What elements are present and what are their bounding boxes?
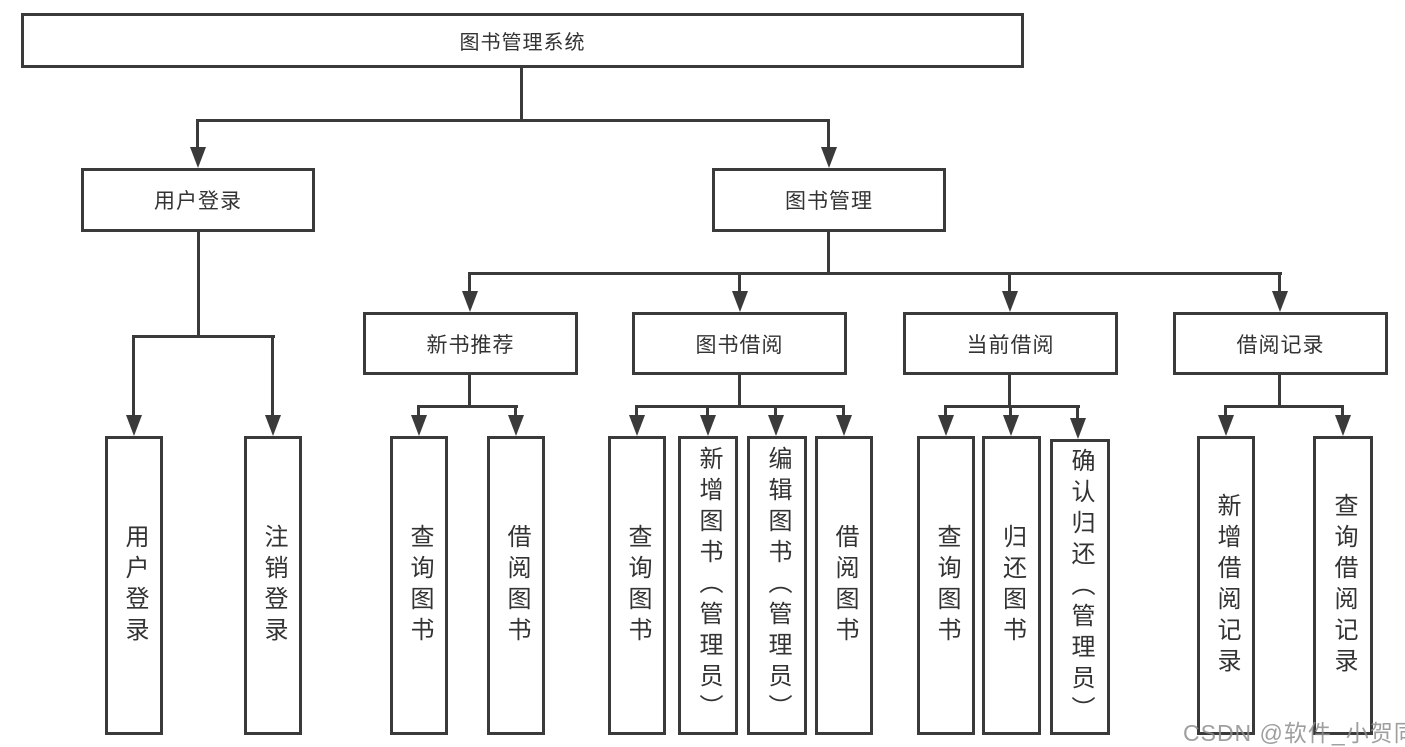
connector-stem-book-borrow	[738, 272, 741, 292]
node-book-management: 图书管理	[712, 168, 946, 232]
arrow-down-icon	[265, 415, 281, 436]
connector-book-borrow-stem	[738, 375, 741, 405]
connector-book-management-rail	[468, 272, 1282, 275]
connector-stem-borrow-records	[1278, 272, 1281, 292]
connector-borrow-records-stem	[1278, 375, 1281, 405]
arrow-down-icon	[1002, 291, 1018, 312]
leaf-label: 查询图书	[405, 523, 433, 648]
leaf-borrow-books-borrow: 借阅图书	[815, 436, 873, 735]
arrow-down-icon	[629, 415, 645, 436]
watermark: CSDN @软件_小贺同学	[1183, 720, 1405, 746]
connector-stem	[1341, 405, 1344, 416]
connector-stem	[1224, 405, 1227, 416]
connector-stem	[774, 405, 777, 416]
arrow-down-icon	[732, 291, 748, 312]
node-book-borrow: 图书借阅	[632, 312, 847, 375]
connector-book-management-stem	[827, 232, 830, 272]
leaf-label: 注销登录	[259, 523, 287, 648]
arrow-down-icon	[508, 415, 524, 436]
connector-borrow-records-rail	[1224, 405, 1344, 408]
leaf-add-borrow-record: 新增借阅记录	[1197, 436, 1255, 735]
leaf-query-books-current: 查询图书	[917, 436, 975, 735]
node-label: 新书推荐	[426, 333, 515, 357]
connector-stem	[635, 405, 638, 416]
connector-book-borrow-rail	[635, 405, 845, 408]
leaf-label: 归还图书	[998, 523, 1026, 648]
arrow-down-icon	[1272, 291, 1288, 312]
connector-new-book-rail	[417, 405, 518, 408]
leaf-return-book: 归还图书	[982, 436, 1041, 735]
leaf-label: 用户登录	[120, 523, 148, 648]
arrow-down-icon	[1218, 415, 1234, 436]
node-library-management-system: 图书管理系统	[21, 13, 1024, 68]
connector-root-stem	[520, 68, 523, 119]
node-label: 当前借阅	[966, 333, 1055, 357]
connector-stem	[514, 405, 517, 416]
connector-stem	[1076, 405, 1079, 419]
connector-stem	[1009, 405, 1012, 416]
leaf-add-book-admin: 新增图书（管理员）	[678, 436, 738, 735]
node-label: 图书管理系统	[459, 32, 586, 54]
leaf-query-books-recommend: 查询图书	[390, 436, 448, 735]
node-label: 借阅记录	[1236, 333, 1325, 357]
connector-stem-leaf-logout	[271, 335, 274, 416]
leaf-label: 借阅图书	[502, 523, 530, 648]
leaf-label: 查询图书	[932, 523, 960, 648]
connector-stem	[706, 405, 709, 416]
connector-root-rail	[197, 119, 830, 122]
arrow-down-icon	[700, 415, 716, 436]
connector-stem-book-management	[827, 119, 830, 148]
arrow-down-icon	[821, 147, 837, 168]
leaf-query-borrow-record: 查询借阅记录	[1313, 436, 1373, 735]
connector-new-book-stem	[468, 375, 471, 405]
node-borrow-records: 借阅记录	[1173, 312, 1388, 375]
connector-current-borrow-stem	[1008, 375, 1011, 405]
leaf-label: 新增借阅记录	[1212, 492, 1240, 679]
arrow-down-icon	[411, 415, 427, 436]
leaf-label: 编辑图书（管理员）	[763, 446, 791, 725]
arrow-down-icon	[1070, 418, 1086, 439]
arrow-down-icon	[190, 147, 206, 168]
arrow-down-icon	[1003, 415, 1019, 436]
connector-stem-user-login	[196, 119, 199, 148]
connector-stem-leaf-user-login	[132, 335, 135, 416]
connector-stem-current-borrow	[1008, 272, 1011, 292]
arrow-down-icon	[126, 415, 142, 436]
leaf-user-login: 用户登录	[105, 436, 163, 735]
node-label: 图书管理	[785, 190, 873, 213]
leaf-label: 确认归还（管理员）	[1066, 447, 1094, 727]
arrow-down-icon	[836, 415, 852, 436]
connector-user-login-rail	[132, 335, 275, 338]
connector-user-login-stem	[197, 232, 200, 335]
connector-stem-new-book	[468, 272, 471, 292]
arrow-down-icon	[768, 415, 784, 436]
connector-stem	[417, 405, 420, 416]
leaf-confirm-return-admin: 确认归还（管理员）	[1050, 439, 1110, 735]
node-label: 用户登录	[154, 190, 242, 213]
leaf-query-books-borrow: 查询图书	[608, 436, 666, 735]
node-user-login: 用户登录	[81, 168, 315, 232]
node-label: 图书借阅	[695, 333, 784, 357]
leaf-edit-book-admin: 编辑图书（管理员）	[747, 436, 807, 735]
leaf-logout: 注销登录	[244, 436, 302, 735]
connector-stem	[944, 405, 947, 416]
connector-current-borrow-rail	[944, 405, 1080, 408]
arrow-down-icon	[1335, 415, 1351, 436]
arrow-down-icon	[938, 415, 954, 436]
leaf-label: 新增图书（管理员）	[694, 446, 722, 725]
leaf-label: 查询图书	[623, 523, 651, 648]
leaf-label: 借阅图书	[830, 523, 858, 648]
leaf-label: 查询借阅记录	[1329, 492, 1357, 679]
leaf-borrow-books-recommend: 借阅图书	[487, 436, 545, 735]
connector-stem	[842, 405, 845, 416]
node-current-borrow: 当前借阅	[903, 312, 1118, 375]
node-new-book-recommend: 新书推荐	[363, 312, 578, 375]
arrow-down-icon	[462, 291, 478, 312]
